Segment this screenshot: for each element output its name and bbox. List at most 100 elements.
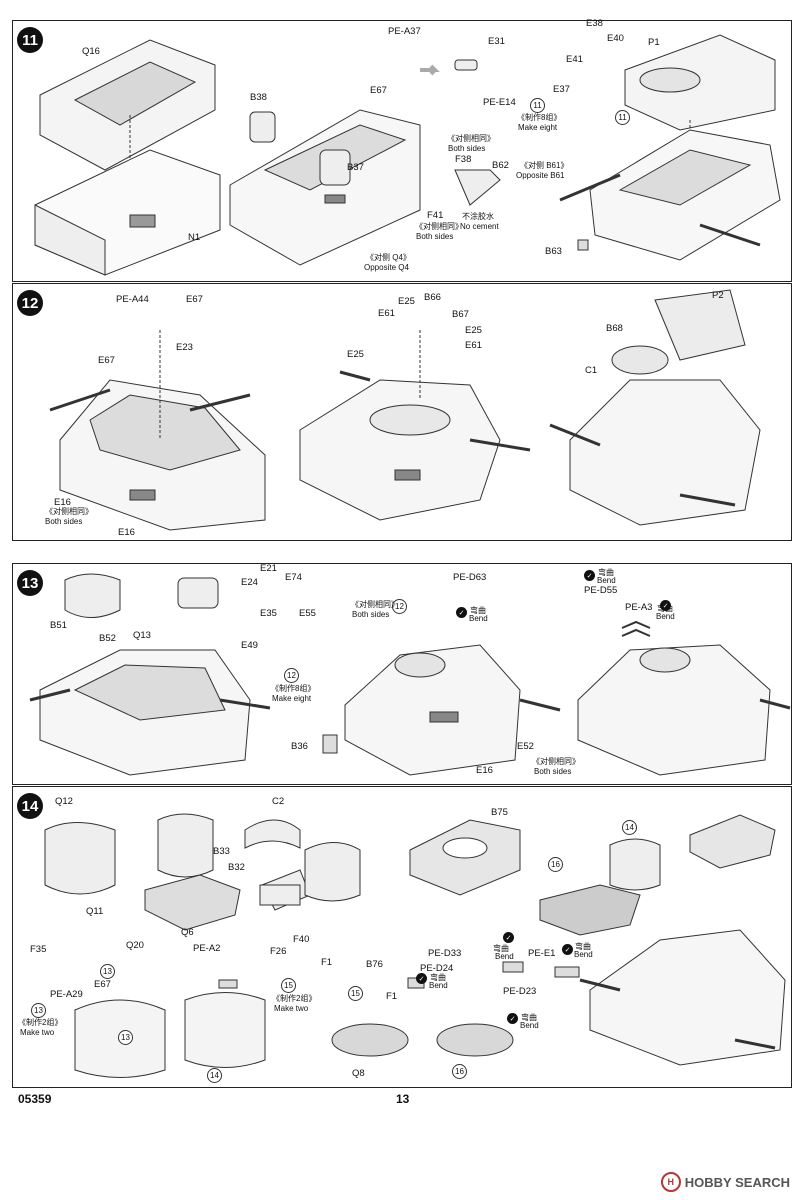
note-both-sides-cn: 《对侧相同》	[45, 507, 93, 516]
step-reference-circle: 13	[100, 964, 115, 979]
note-both-sides: Both sides	[448, 144, 486, 153]
part-label: PE-D23	[503, 986, 537, 997]
part-label: PE-D63	[453, 572, 487, 583]
part-label: E61	[465, 340, 482, 351]
note-bend-cn: 弯曲	[470, 606, 486, 615]
note-bend: Bend	[495, 952, 514, 961]
note-make-eight: Make eight	[272, 694, 312, 703]
part-label: B66	[424, 292, 441, 303]
step-reference-circle: 15	[348, 986, 363, 1001]
part-label: PE-A44	[116, 294, 149, 305]
part-label: N1	[188, 232, 201, 243]
part-label: E67	[370, 85, 387, 96]
note-bend: Bend	[429, 981, 448, 990]
part-label: E25	[465, 325, 482, 336]
note-bend-cn: 弯曲	[493, 944, 509, 953]
note-make-eight: Make eight	[518, 123, 558, 132]
part-label: E37	[553, 84, 570, 95]
part-label: E24	[241, 577, 258, 588]
part-label: B52	[99, 633, 116, 644]
part-label: Q16	[82, 46, 100, 57]
part-label: F35	[30, 944, 47, 955]
note-make-two-cn: 《制作2组》	[272, 994, 317, 1003]
note-opposite-q4: Opposite Q4	[364, 263, 409, 272]
note-both-sides: Both sides	[45, 517, 83, 526]
part-label: B68	[606, 323, 623, 334]
step-number: 13	[17, 570, 43, 596]
part-label: E21	[260, 563, 277, 574]
note-no-cement-cn: 不涂胶水	[462, 212, 494, 221]
part-label: F38	[455, 154, 472, 165]
part-label: F40	[293, 934, 310, 945]
part-label: Q8	[352, 1068, 365, 1079]
kit-number: 05359	[18, 1092, 52, 1106]
note-both-sides-cn: 《对侧相同》	[415, 222, 463, 231]
part-label: C1	[585, 365, 598, 376]
part-label: E55	[299, 608, 316, 619]
step-reference-circle: 15	[281, 978, 296, 993]
part-label: PE-D24	[420, 963, 454, 974]
step-reference-circle: 13	[31, 1003, 46, 1018]
hobby-search-watermark: H HOBBY SEARCH	[660, 1172, 790, 1192]
hobby-search-logo-icon: H	[660, 1172, 681, 1192]
note-bend: Bend	[597, 576, 616, 585]
part-label: F1	[321, 957, 333, 968]
part-label: E52	[517, 741, 534, 752]
note-bend-cn: 弯曲	[657, 604, 673, 613]
step-reference-circle: 16	[452, 1064, 467, 1079]
part-label: E25	[347, 349, 364, 360]
note-both-sides: Both sides	[416, 232, 454, 241]
step-reference-circle: 14	[207, 1068, 222, 1083]
note-bend-cn: 弯曲	[521, 1013, 537, 1022]
note-no-cement: No cement	[460, 222, 499, 231]
bend-icon: ✓	[584, 570, 595, 581]
part-label: F26	[270, 946, 287, 957]
bend-icon: ✓	[507, 1013, 518, 1024]
note-both-sides-cn: 《对侧相同》	[351, 600, 399, 609]
bend-icon: ✓	[660, 600, 671, 611]
bend-icon: ✓	[562, 944, 573, 955]
step-reference-circle: 14	[622, 820, 637, 835]
part-label: F1	[386, 991, 398, 1002]
part-label: PE-E14	[483, 97, 516, 108]
part-label: F41	[427, 210, 444, 221]
note-bend-cn: 弯曲	[430, 973, 446, 982]
part-label: PE-A2	[193, 943, 221, 954]
part-label: Q6	[181, 927, 194, 938]
part-label: Q13	[133, 630, 151, 641]
part-label: Q20	[126, 940, 144, 951]
step-reference-circle: 13	[118, 1030, 133, 1045]
part-label: B33	[213, 846, 230, 857]
note-opposite-b61: Opposite B61	[516, 171, 565, 180]
part-label: PE-D55	[584, 585, 618, 596]
note-make-two: Make two	[20, 1028, 55, 1037]
note-both-sides: Both sides	[534, 767, 572, 776]
part-label: B75	[491, 807, 508, 818]
part-label: PE-A29	[50, 989, 83, 1000]
part-label: E38	[586, 18, 603, 29]
part-label: PE-A3	[625, 602, 653, 613]
step-reference-circle: 12	[284, 668, 299, 683]
step-number: 12	[17, 290, 43, 316]
part-label: E67	[98, 355, 115, 366]
part-label: E35	[260, 608, 277, 619]
step-reference-circle: 11	[530, 98, 545, 113]
part-label: Q11	[86, 906, 104, 917]
part-label: P1	[648, 37, 660, 48]
step-reference-circle: 16	[548, 857, 563, 872]
part-label: PE-A37	[388, 26, 421, 37]
note-bend: Bend	[469, 614, 488, 623]
note-make-two: Make two	[274, 1004, 309, 1013]
watermark-text: HOBBY SEARCH	[684, 1174, 790, 1190]
part-label: B67	[452, 309, 469, 320]
part-label: Q12	[55, 796, 73, 807]
part-label: E31	[488, 36, 505, 47]
note-make-eight-cn: 《制作8组》	[271, 684, 316, 693]
part-label: E23	[176, 342, 193, 353]
bend-icon: ✓	[416, 973, 427, 984]
bend-icon: ✓	[503, 932, 514, 943]
part-label: PE-D33	[428, 948, 462, 959]
